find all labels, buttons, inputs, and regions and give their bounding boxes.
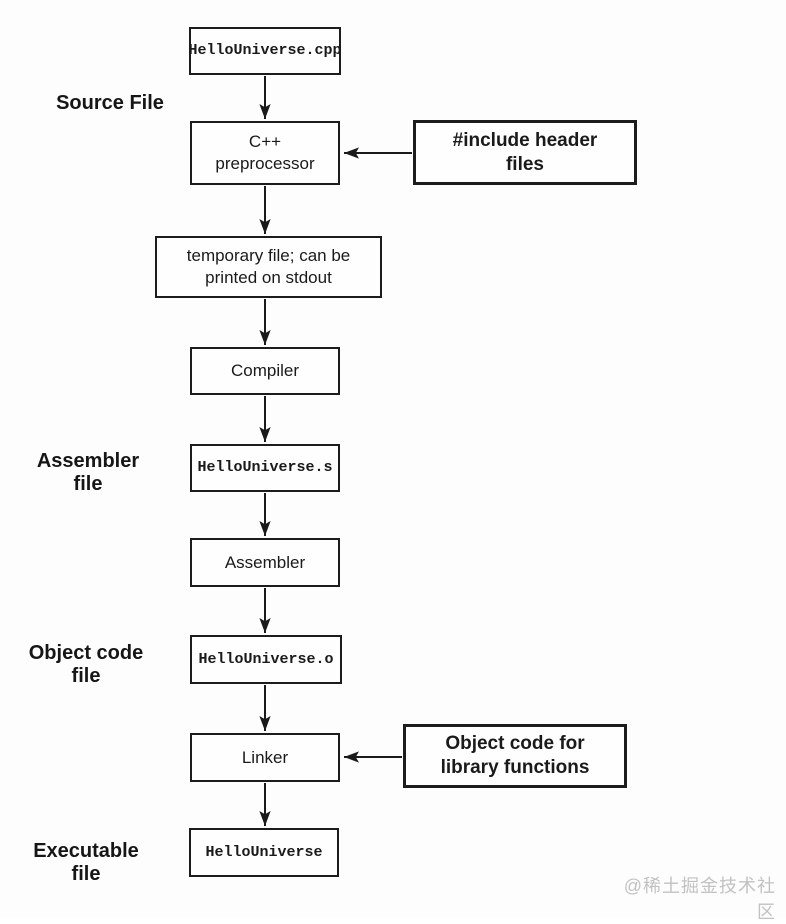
node-executable-file: HelloUniverse [189,828,339,877]
label-assembler-file: Assembler file [36,450,140,495]
watermark-text: @稀土掘金技术社区 [623,876,776,922]
node-compiler: Compiler [190,347,340,395]
label-executable-file: Executable file [33,840,139,885]
label-object-code-file: Object code file [28,642,144,687]
node-include-header-files: #include header files [413,120,637,185]
node-assembler: Assembler [190,538,340,587]
node-temporary-file: temporary file; can be printed on stdout [155,236,382,298]
node-object-code-library-functions: Object code for library functions [403,724,627,788]
label-source-file: Source File [56,92,164,114]
node-object-o-file: HelloUniverse.o [190,635,342,684]
node-source-cpp-file: HelloUniverse.cpp [188,27,342,75]
node-assembler-s-file: HelloUniverse.s [190,444,340,492]
node-linker: Linker [190,733,340,782]
node-cpp-preprocessor: C++ preprocessor [190,121,340,185]
